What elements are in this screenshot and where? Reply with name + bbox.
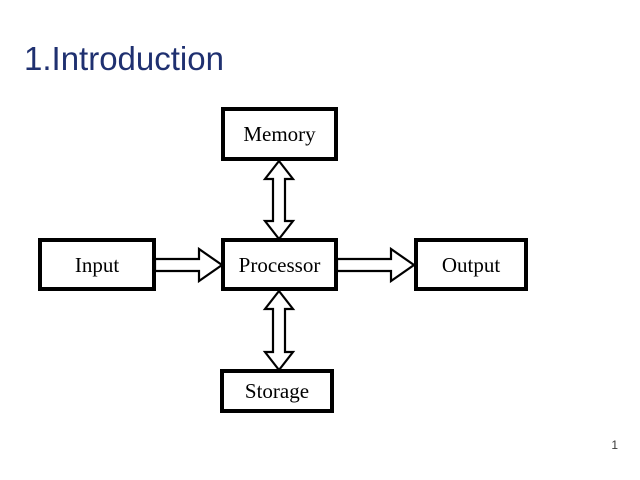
- node-storage-label: Storage: [244, 379, 310, 403]
- connector-processor-to-storage-double-arrow-icon: [258, 289, 300, 372]
- node-output[interactable]: Output: [414, 238, 528, 291]
- node-input-label: Input: [74, 252, 120, 277]
- connector-processor-to-memory-double-arrow-icon: [258, 159, 300, 241]
- node-processor[interactable]: Processor: [221, 238, 338, 291]
- page-number: 1: [611, 438, 618, 452]
- connector-input-to-processor-arrow-icon: [153, 246, 224, 284]
- node-input[interactable]: Input: [38, 238, 156, 291]
- node-memory[interactable]: Memory: [221, 107, 338, 161]
- node-memory-label: Memory: [243, 122, 316, 146]
- connector-processor-to-output-arrow-icon: [335, 246, 416, 284]
- node-processor-label: Processor: [238, 252, 321, 277]
- node-storage[interactable]: Storage: [220, 369, 334, 413]
- node-output-label: Output: [441, 252, 501, 277]
- page-title: 1.Introduction: [24, 40, 224, 77]
